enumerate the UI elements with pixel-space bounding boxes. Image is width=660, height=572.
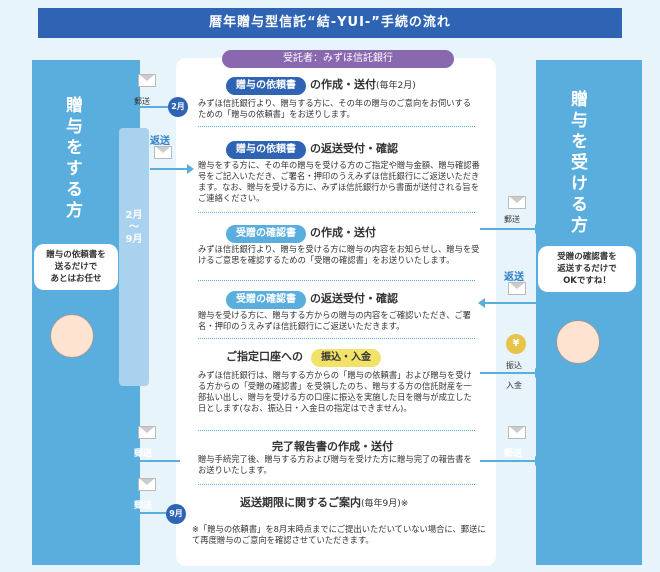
mail-label: 郵送 (134, 501, 153, 511)
return-label: 返送 (150, 136, 170, 147)
envelope-icon (508, 282, 526, 295)
divider (198, 338, 475, 339)
step-1-note: (毎年2月) (376, 81, 416, 91)
arrow-left (114, 456, 180, 466)
divider (198, 212, 475, 213)
step-6-heading: 完了報告書の作成・送付 (272, 440, 393, 453)
giver-speech-bubble: 贈与の依頼書を 送るだけで あとはお任せ (34, 244, 118, 290)
period-bar (119, 128, 149, 386)
mail-label: 郵送 (134, 449, 153, 459)
step-4-title: の返送受付・確認 (310, 292, 398, 305)
step-3-body: みずほ信託銀行より、贈与を受ける方に贈与の内容をお知らせし、贈与を受けるご意思を… (198, 244, 480, 265)
transfer-label: 振込 (506, 361, 522, 370)
mail-label: 郵送 (504, 215, 520, 224)
trustee-badge: 受託者：みずほ信託銀行 (222, 50, 454, 68)
receiver-speech-bubble: 受贈の確認書を 返送するだけで OKですね！ (538, 246, 636, 292)
mail-label: 郵送 (504, 449, 523, 459)
step-5-pill: 振込・入金 (311, 349, 381, 367)
divider (198, 430, 475, 431)
step-7-note: (毎年9月)※ (361, 499, 409, 509)
month-badge-feb: 2月 (168, 97, 188, 117)
divider (198, 484, 475, 485)
money-bag-icon: ¥ (506, 334, 526, 354)
giver-label: 贈与をする方 (62, 96, 82, 222)
envelope-icon (508, 426, 526, 439)
step-1-body: みずほ信託銀行より、贈与する方に、その年の贈与のご意向をお伺いするための「贈与の… (198, 98, 472, 119)
step-3-title: の作成・送付 (310, 226, 376, 239)
arrow-right (480, 456, 542, 466)
arrow-right (150, 164, 194, 174)
elderly-person-icon (50, 314, 94, 358)
step-3-heading: 受贈の確認書の作成・送付 (226, 224, 376, 243)
period-label: 2月 ～ 9月 (125, 210, 143, 245)
step-7-body: ※「贈与の依頼書」を8月末時点までにご提出いただいていない場合に、郵送にて再度贈… (192, 524, 486, 545)
arrow-right (480, 224, 542, 234)
step-1-pill: 贈与の依頼書 (226, 77, 306, 95)
mail-label: 郵送 (134, 97, 150, 106)
step-2-title: の返送受付・確認 (310, 142, 398, 155)
arrow-left (478, 298, 536, 308)
step-6-body: 贈与手続完了後、贈与する方および贈与を受けた方に贈与完了の報告書をお送りいたしま… (198, 454, 472, 475)
return-label: 返送 (504, 272, 524, 283)
envelope-icon (138, 74, 156, 87)
step-7-title: 返送期限に関するご案内 (240, 496, 361, 509)
divider (198, 126, 475, 127)
step-5-title: ご指定口座への (226, 350, 303, 363)
step-2-heading: 贈与の依頼書の返送受付・確認 (226, 140, 398, 159)
divider (198, 280, 475, 281)
page-title: 暦年贈与型信託“結-YUI-”手続の流れ (38, 8, 622, 38)
step-5-body: みずほ信託銀行は、贈与する方からの「贈与の依頼書」および贈与を受ける方からの「受… (198, 370, 472, 413)
envelope-icon (138, 426, 156, 439)
envelope-icon (138, 478, 156, 491)
step-4-heading: 受贈の確認書の返送受付・確認 (226, 290, 398, 309)
arrow-right (480, 368, 542, 378)
envelope-icon (154, 146, 172, 159)
step-1-heading: 贈与の依頼書の作成・送付(毎年2月) (226, 76, 416, 95)
deposit-label: 入金 (506, 381, 522, 390)
young-person-icon (556, 320, 600, 364)
receiver-label: 贈与を受ける方 (567, 90, 587, 237)
step-5-heading: ご指定口座への振込・入金 (226, 348, 385, 367)
arrow-left (114, 508, 180, 518)
step-4-body: 贈与を受ける方に、贈与する方からの贈与の内容をご確認いただき、ご署名・押印のうえ… (198, 310, 471, 331)
envelope-icon (508, 196, 526, 209)
step-4-pill: 受贈の確認書 (226, 291, 306, 309)
step-7-heading: 返送期限に関するご案内(毎年9月)※ (240, 494, 408, 510)
step-1-title: の作成・送付 (310, 78, 376, 91)
step-2-pill: 贈与の依頼書 (226, 141, 306, 159)
receiver-column (536, 60, 642, 565)
step-2-body: 贈与をする方に、その年の贈与を受ける方のご指定や贈与金額、贈与確認番号をご記入い… (198, 160, 480, 203)
step-3-pill: 受贈の確認書 (226, 225, 306, 243)
month-badge-sep: 9月 (166, 504, 186, 524)
